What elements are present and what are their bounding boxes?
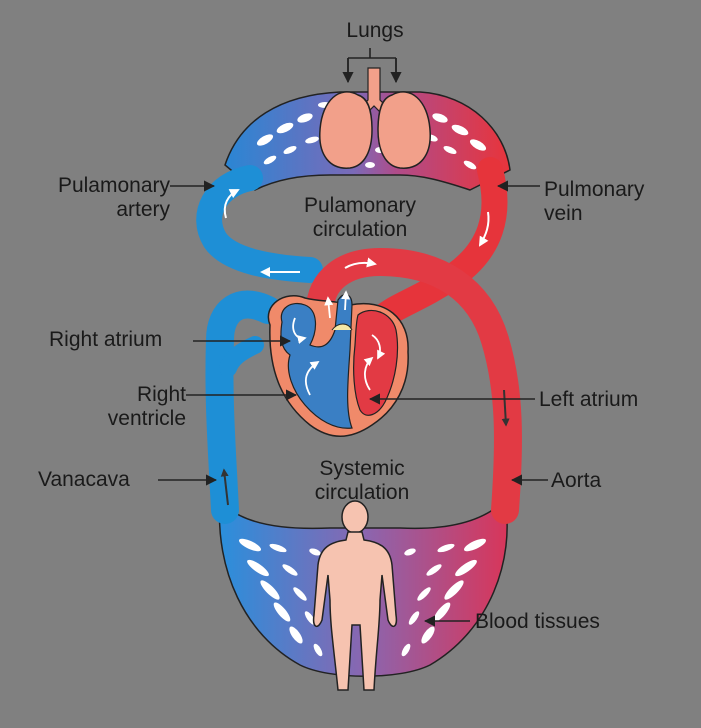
flow-arrows: [220, 189, 510, 506]
label-pulmonary-circulation-line1: Pulamonary: [303, 194, 417, 217]
heart: [267, 290, 409, 437]
label-aorta: Aorta: [551, 469, 602, 492]
label-pulmonary-circulation-line2: circulation: [312, 218, 408, 241]
label-lungs: Lungs: [346, 19, 404, 42]
label-systemic-circulation-line1: Systemic: [319, 457, 405, 480]
vena-cava-vessel: [205, 290, 282, 524]
pulmonary-artery-vessel: [196, 165, 323, 283]
label-pulmonary-artery-line2: artery: [116, 198, 170, 221]
lungs-organ: [319, 67, 431, 169]
leader-lines: [158, 48, 548, 627]
label-right-ventricle-line1: Right: [136, 383, 186, 406]
aorta-vessel: [306, 247, 522, 524]
label-left-atrium: Left atrium: [539, 388, 639, 411]
label-pulmonary-artery-line1: Pulamonary: [57, 174, 170, 197]
label-systemic-circulation-line2: circulation: [314, 481, 410, 504]
label-right-ventricle-line2: ventricle: [107, 407, 186, 430]
label-vena-cava: Vanacava: [38, 468, 130, 491]
label-pulmonary-vein-line2: vein: [544, 202, 583, 225]
label-pulmonary-vein-line1: Pulmonary: [544, 178, 645, 201]
label-blood-tissues: Blood tissues: [475, 610, 600, 633]
label-right-atrium: Right atrium: [49, 328, 163, 351]
human-body: [312, 500, 398, 691]
